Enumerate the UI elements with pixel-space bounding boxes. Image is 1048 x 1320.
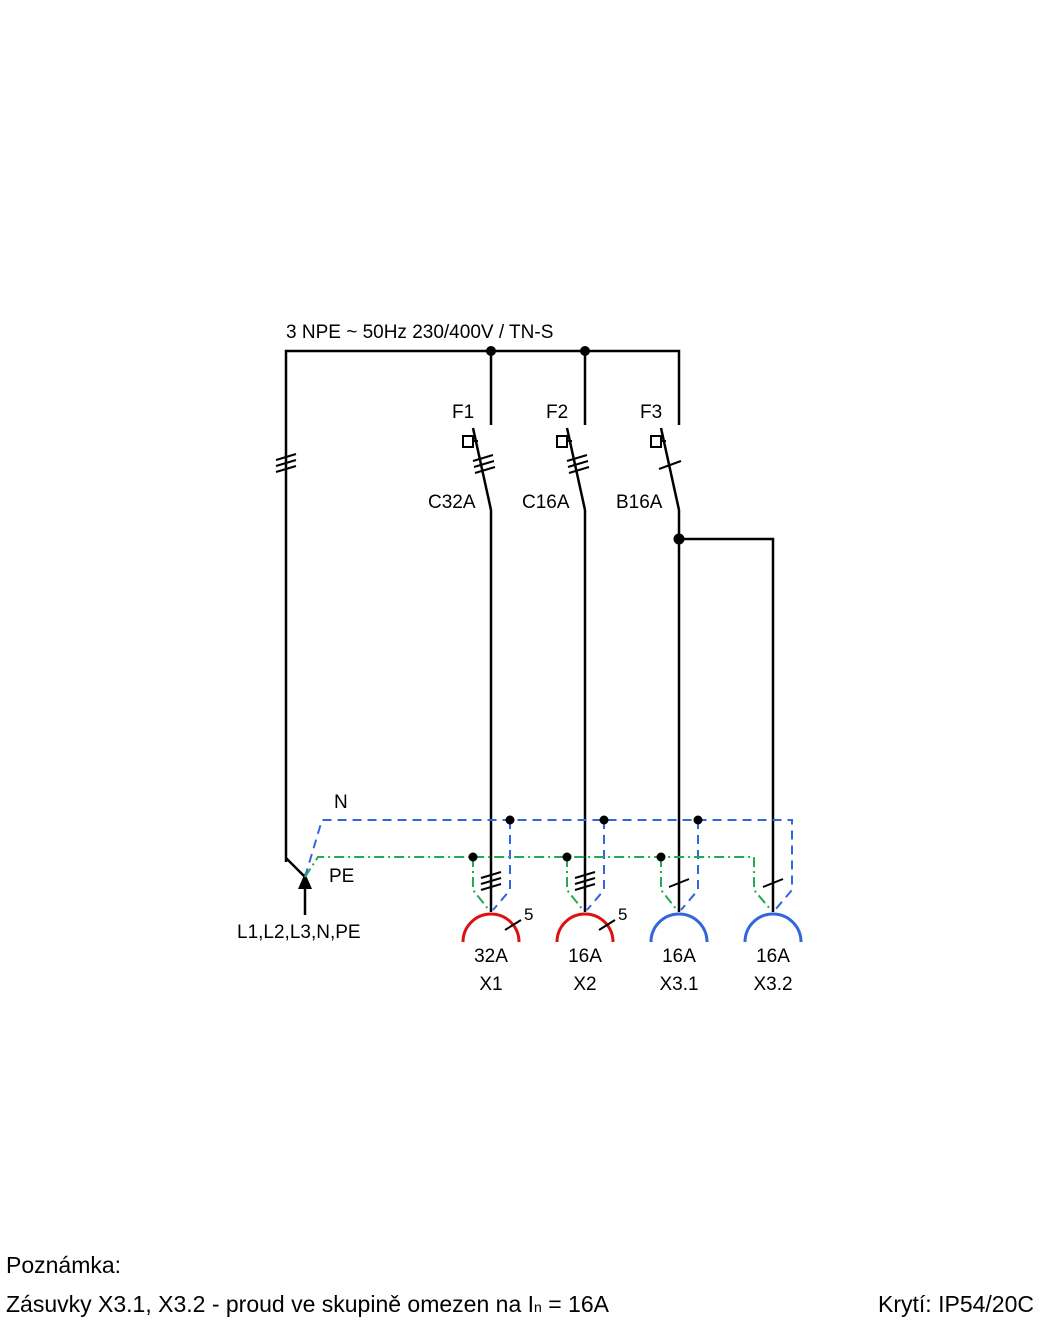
pe-label: PE <box>329 866 354 887</box>
note-title: Poznámka: <box>6 1252 122 1278</box>
socket-x1-id: X1 <box>479 974 502 995</box>
note-line-text: Zásuvky X3.1, X3.2 - proud ve skupině om… <box>6 1291 535 1317</box>
socket-x3-2: 16A X3.2 <box>743 912 803 995</box>
socket-x2-icon <box>555 912 615 943</box>
socket-x3-2-id: X3.2 <box>753 974 792 995</box>
note-line: Zásuvky X3.1, X3.2 - proud ve skupině om… <box>6 1291 609 1318</box>
note-line-subscript: n <box>534 1299 542 1315</box>
svg-text:F3: F3 <box>640 402 662 423</box>
breaker-f1-rating: C32A <box>428 492 476 513</box>
socket-x3-2-rating: 16A <box>756 946 790 967</box>
supply-bus <box>284 346 681 862</box>
pe-nodes <box>468 852 666 862</box>
pe-conductor <box>304 856 772 911</box>
socket-lead-marks <box>480 871 784 891</box>
svg-text:F1: F1 <box>452 402 474 423</box>
neutral-label: N <box>334 792 348 813</box>
socket-x3-1-id: X3.1 <box>659 974 698 995</box>
socket-x1: 5 32A X1 <box>461 905 533 995</box>
breaker-f3-rating: B16A <box>616 492 663 513</box>
socket-x1-rating: 32A <box>474 946 508 967</box>
feed-label: L1,L2,L3,N,PE <box>237 922 361 943</box>
feed-pole-marks <box>275 453 297 473</box>
socket-x2-rating: 16A <box>568 946 602 967</box>
breaker-f3: F3 B16A <box>616 402 775 912</box>
socket-x3-2-icon <box>743 912 803 943</box>
note-line-value: = 16A <box>541 1291 609 1317</box>
socket-x1-icon <box>461 912 521 943</box>
socket-x2-pins: 5 <box>618 905 627 924</box>
breaker-f2-rating: C16A <box>522 492 570 513</box>
supply-label: 3 NPE ~ 50Hz 230/400V / TN-S <box>286 322 553 343</box>
socket-x1-pins: 5 <box>524 905 533 924</box>
breaker-f2: F2 C16A <box>522 402 590 912</box>
socket-x2: 5 16A X2 <box>555 905 627 995</box>
single-line-diagram: 3 NPE ~ 50Hz 230/400V / TN-S L1,L2,L3,N,… <box>237 322 803 995</box>
svg-text:F2: F2 <box>546 402 568 423</box>
feed-inlet <box>285 857 312 915</box>
socket-x3-1-icon <box>649 912 709 943</box>
socket-x3-1-rating: 16A <box>662 946 696 967</box>
neutral-nodes <box>505 815 703 825</box>
socket-x3-1: 16A X3.1 <box>649 912 709 995</box>
feed-arrow-icon <box>298 873 312 889</box>
socket-x2-id: X2 <box>573 974 596 995</box>
neutral-conductor <box>304 819 793 911</box>
breaker-f1: F1 C32A <box>428 402 496 912</box>
protection-rating: Krytí: IP54/20C <box>878 1291 1034 1317</box>
